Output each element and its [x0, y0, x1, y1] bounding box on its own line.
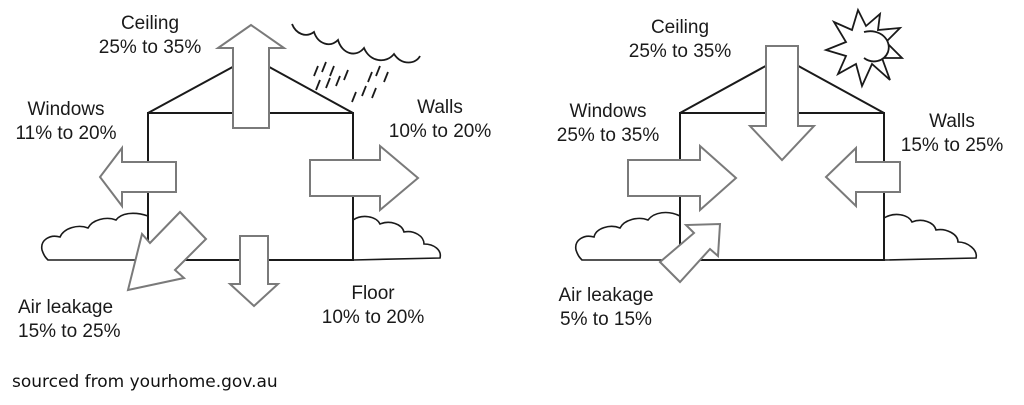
walls-heat-gain-arrow: [824, 145, 901, 209]
right-bush-right: [883, 213, 978, 261]
left-ceiling-value: 25% to 35%: [98, 37, 202, 58]
right-air-leakage-title: Air leakage: [558, 285, 654, 306]
left-bush-right: [352, 215, 442, 261]
left-windows-value: 11% to 20%: [15, 123, 117, 144]
left-floor-label: Floor 10% to 20%: [308, 282, 438, 330]
right-ceiling-value: 25% to 35%: [628, 41, 732, 62]
left-arrows: [98, 23, 420, 308]
windows-heat-loss-arrow: [98, 145, 177, 209]
right-air-leakage-value: 5% to 15%: [560, 309, 652, 330]
walls-heat-loss-arrow: [309, 143, 420, 213]
left-walls-title: Walls: [417, 97, 463, 118]
left-air-leakage-value: 15% to 25%: [18, 321, 121, 342]
ceiling-heat-gain-arrow: [747, 45, 817, 162]
right-windows-value: 25% to 35%: [556, 125, 660, 146]
right-house: [574, 55, 978, 261]
ceiling-heat-loss-arrow: [214, 23, 288, 129]
left-windows-title: Windows: [27, 99, 105, 120]
rain-cloud-icon: [291, 23, 421, 103]
air-leakage-heat-loss-arrow: [126, 210, 208, 292]
source-caption: sourced from yourhome.gov.au: [12, 372, 278, 392]
left-walls-label: Walls 10% to 20%: [370, 96, 510, 144]
left-bush-left: [40, 212, 149, 261]
right-walls-title: Walls: [929, 111, 975, 132]
left-ceiling-label: Ceiling 25% to 35%: [70, 12, 230, 60]
floor-heat-loss-arrow: [227, 235, 281, 308]
air-leakage-heat-gain-arrow: [658, 222, 722, 284]
left-walls-value: 10% to 20%: [388, 121, 492, 142]
right-bush-left: [574, 211, 681, 261]
right-air-leakage-label: Air leakage 5% to 15%: [548, 284, 664, 332]
left-air-leakage-label: Air leakage 15% to 25%: [18, 296, 120, 344]
left-floor-value: 10% to 20%: [321, 307, 425, 328]
right-walls-value: 15% to 25%: [900, 135, 1004, 156]
left-windows-label: Windows 11% to 20%: [6, 98, 126, 146]
right-walls-label: Walls 15% to 25%: [888, 110, 1016, 158]
right-arrows: [627, 45, 901, 284]
right-windows-label: Windows 25% to 35%: [548, 100, 668, 148]
right-ceiling-label: Ceiling 25% to 35%: [600, 16, 760, 64]
right-ceiling-title: Ceiling: [650, 17, 710, 38]
left-air-leakage-title: Air leakage: [18, 297, 114, 318]
sun-icon: [823, 7, 905, 89]
right-windows-title: Windows: [569, 101, 647, 122]
left-floor-title: Floor: [351, 283, 395, 304]
left-ceiling-title: Ceiling: [120, 13, 180, 34]
windows-heat-gain-arrow: [627, 143, 738, 213]
